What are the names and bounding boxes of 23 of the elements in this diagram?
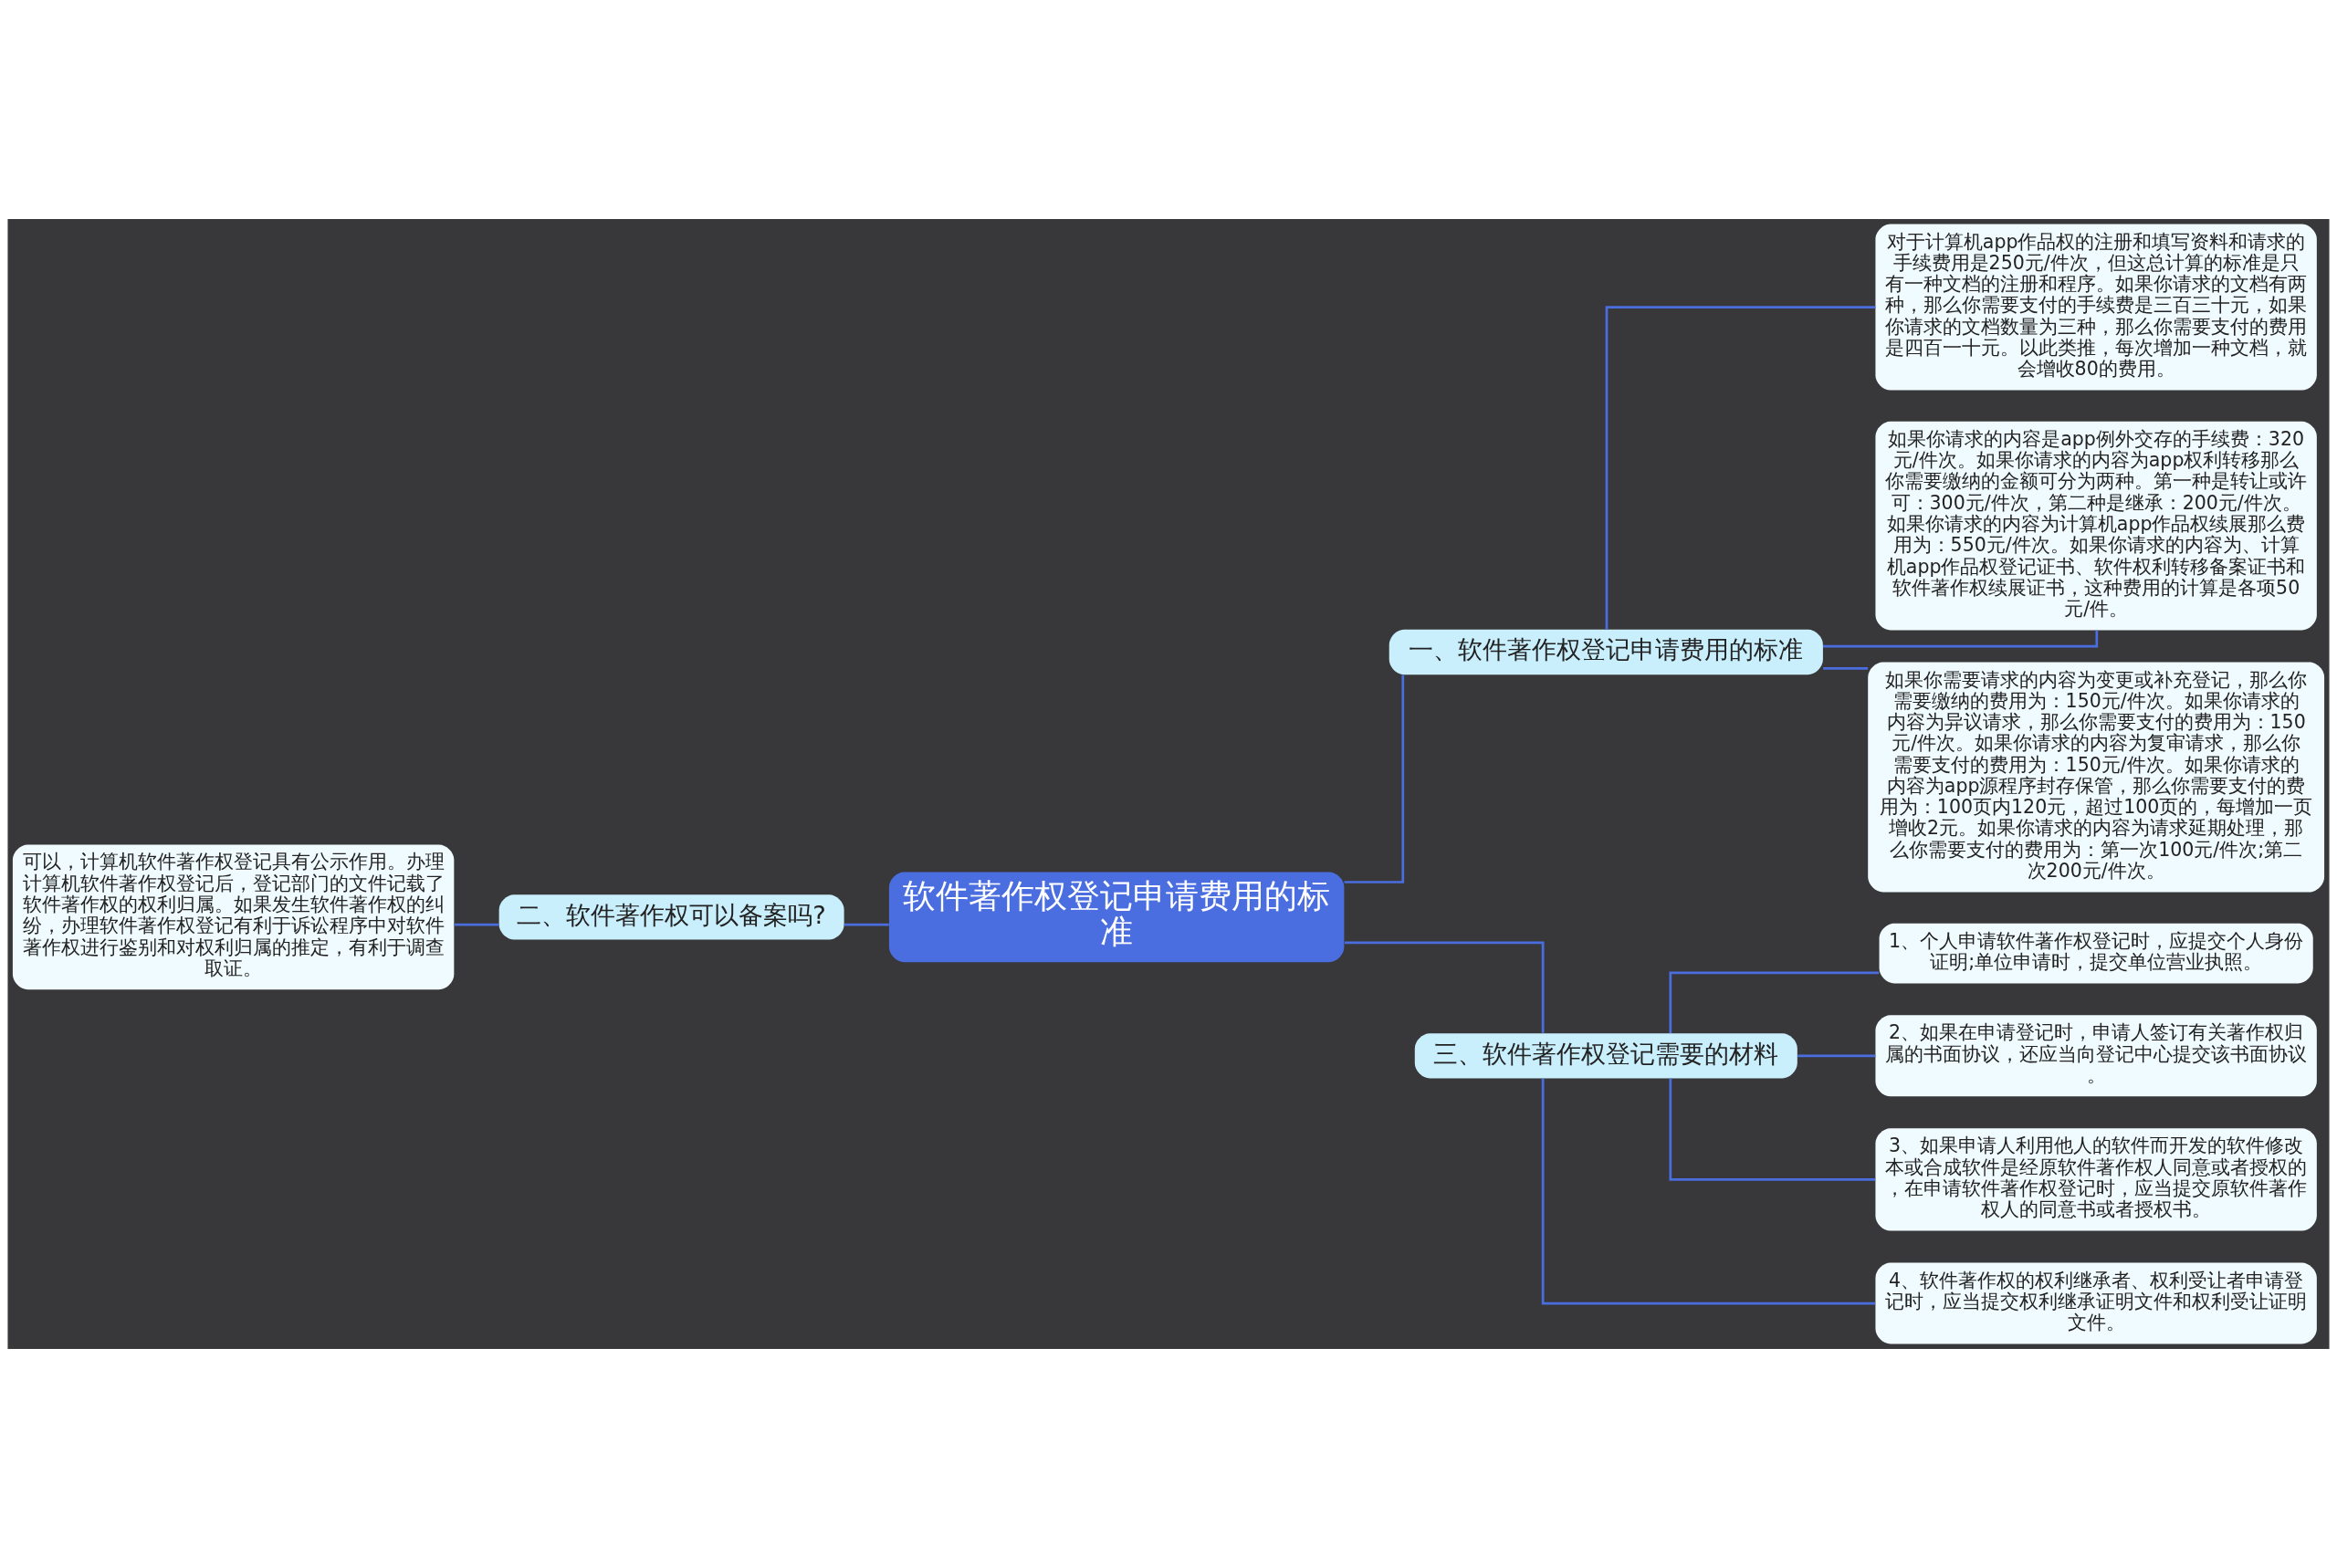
node-box: 如果你需要请求的内容为变更或补充登记，那么你需要缴纳的费用为：150元/件次。如果你请求的内容为异议请求，那么你需要支付的费用为：150元/件次。如果你请求的内容为复审请求，那么你需要支付的费用为：150元/件次。如果你请求的内容为app源程序封存保管，那么你需要支付的费用为：100页内120元，超过100页的，每增加一页增收2元。如果你请求的内容为请求延期处理，那么你需要支付的费用为：第一次100元/件次;第二次200元/件次。	[1868, 662, 2325, 893]
connector	[1344, 674, 1405, 883]
node-box: 2、如果在申请登记时，申请人签订有关著作权归属的书面协议，还应当向登记中心提交该书面协议。	[1875, 1015, 2317, 1097]
connector	[1345, 941, 1545, 1033]
node-box: 软件著作权登记申请费用的标准	[888, 872, 1345, 963]
connector	[1823, 666, 1869, 670]
node-box: 3、如果申请人利用他人的软件而开发的软件修改本或合成软件是经原软件著作权人同意或者授权的，在申请软件著作权登记时，应当提交原软件著作权人的同意书或者授权书。	[1875, 1128, 2317, 1231]
node-box: 三、软件著作权登记需要的材料	[1414, 1033, 1797, 1079]
connector	[454, 923, 499, 926]
connector	[844, 923, 889, 926]
node-box: 对于计算机app作品权的注册和填写资料和请求的手续费用是250元/件次，但这总计算的标准是只有一种文档的注册和程序。如果你请求的文档有两种，那么你需要支付的手续费是三百三十元，如果你请求的文档数量为三种，那么你需要支付的费用是四百一十元。以此类推，每次增加一种文档，就会增收80的费用。	[1875, 224, 2317, 391]
node-box: 4、软件著作权的权利继承者、权利受让者申请登记时，应当提交权利继承证明文件和权利受让证明文件。	[1875, 1262, 2317, 1344]
connector	[1669, 971, 1880, 1033]
connector	[1669, 1078, 1876, 1181]
connector	[1605, 306, 1876, 630]
connector	[1823, 630, 2099, 648]
connector	[1797, 1054, 1876, 1058]
node-box: 二、软件著作权可以备案吗?	[498, 894, 844, 940]
connector	[1541, 1078, 1875, 1305]
node-box: 1、个人申请软件著作权登记时，应提交个人身份证明;单位申请时，提交单位营业执照。	[1879, 923, 2313, 984]
node-box: 如果你请求的内容是app例外交存的手续费：320元/件次。如果你请求的内容为app权利转移那么你需要缴纳的金额可分为两种。第一种是转让或许可：300元/件次，第二种是继承：200元/件次。如果你请求的内容为计算机app作品权续展那么费用为：550元/件次。如果你请求的内容为、计算机app作品权登记证书、软件权利转移备案证书和软件著作权续展证书，这种费用的计算是各项50元/件。	[1875, 421, 2317, 631]
node-box: 一、软件著作权登记申请费用的标准	[1389, 629, 1823, 675]
node-box: 可以，计算机软件著作权登记具有公示作用。办理计算机软件著作权登记后，登记部门的文件记载了软件著作权的权利归属。如果发生软件著作权的纠纷，办理软件著作权登记有利于诉讼程序中对软件著作权进行鉴别和对权利归属的推定，有利于调查取证。	[12, 844, 455, 990]
